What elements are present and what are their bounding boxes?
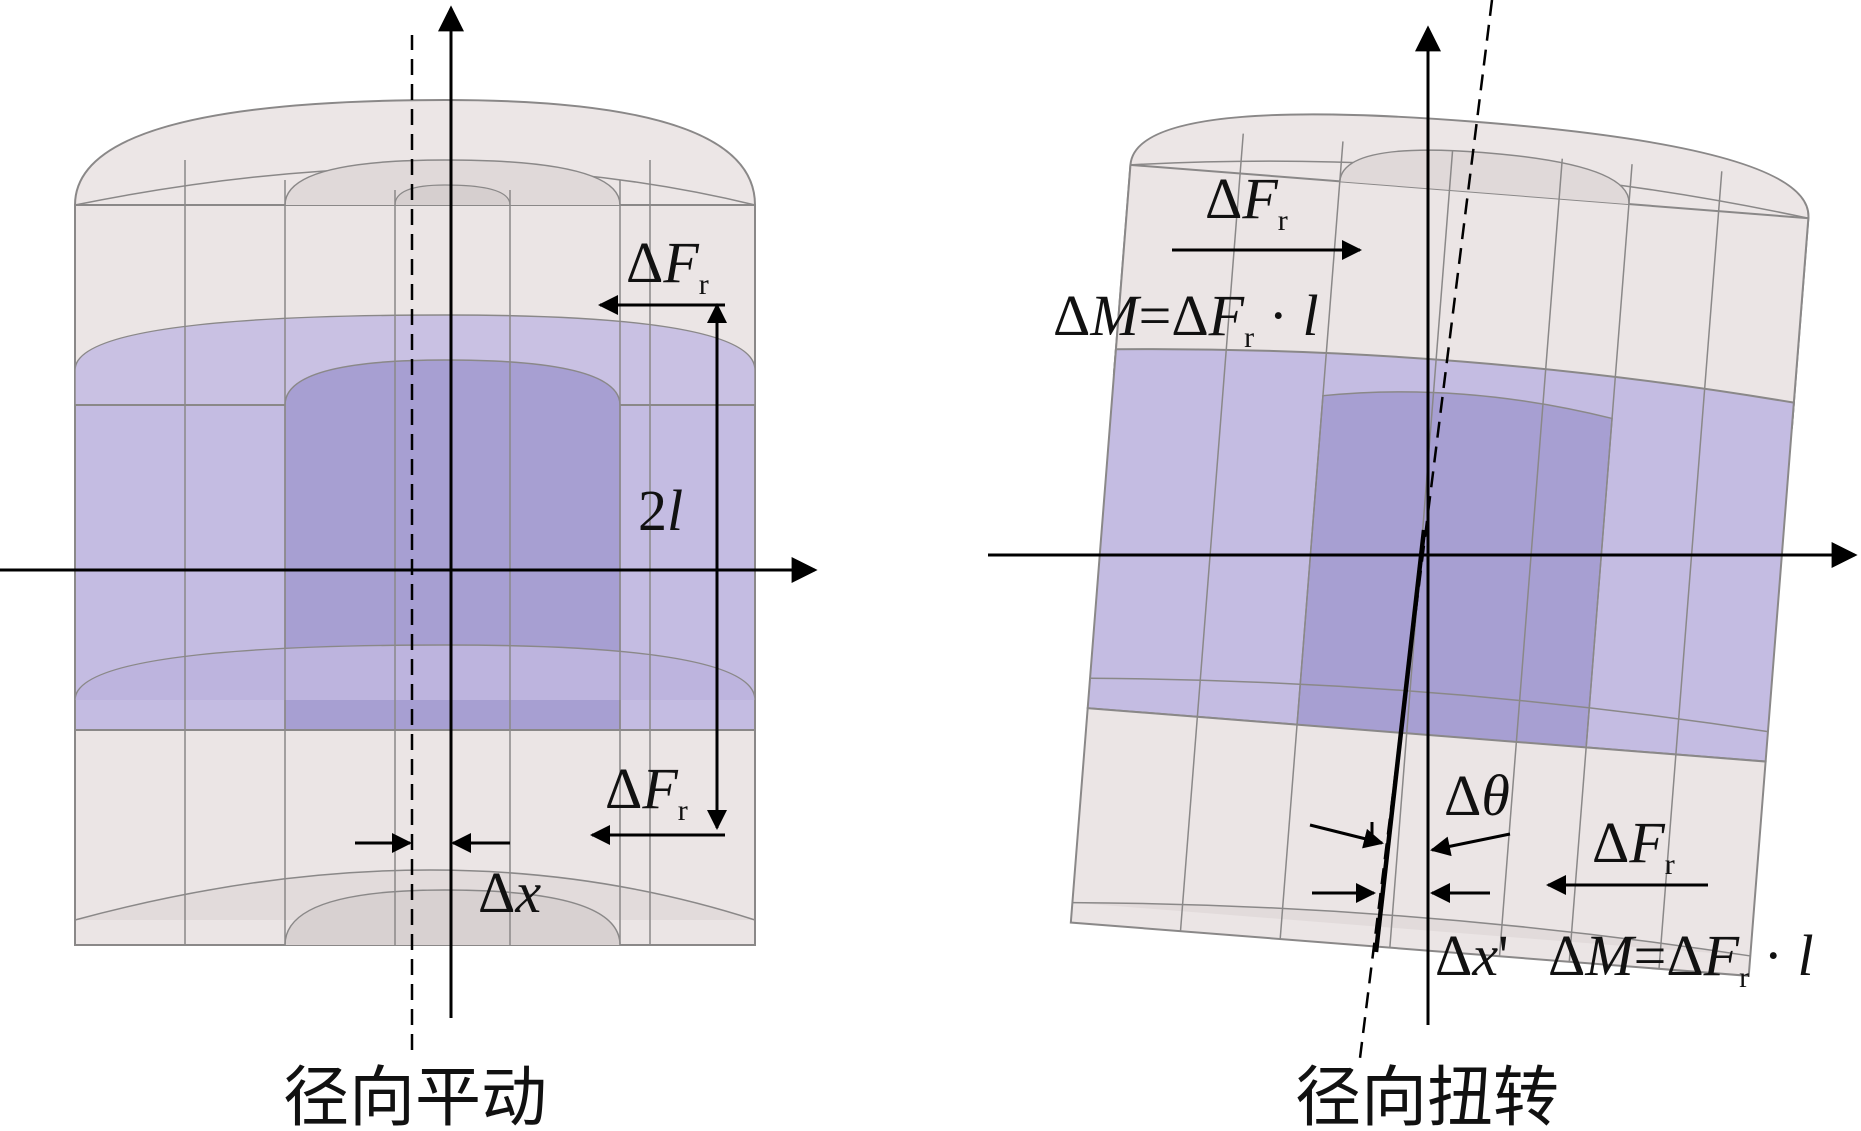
right-displacement-label: Δx'	[1435, 923, 1509, 988]
left-force-top-label: ΔFr	[626, 230, 709, 301]
left-panel: ΔFr 2l ΔFr Δx 径向平动	[0, 5, 818, 1131]
right-angle-arrow-right	[1430, 832, 1511, 857]
right-caption: 径向扭转	[1295, 1059, 1559, 1131]
left-displacement-label: Δx	[478, 860, 541, 925]
left-length-label: 2l	[638, 478, 683, 543]
left-cylinder	[74, 98, 756, 946]
right-moment-bottom-label: ΔM=ΔFr · l	[1548, 923, 1814, 994]
right-cylinder	[1069, 113, 1810, 977]
right-force-top-label: ΔFr	[1205, 166, 1288, 237]
right-tilted-shaft	[1373, 529, 1427, 953]
left-caption: 径向平动	[283, 1059, 547, 1131]
right-panel: ΔFr ΔM=ΔFr · l Δθ ΔFr Δx' ΔM=ΔFr · l 径向扭…	[988, 0, 1858, 1131]
right-moment-top-label: ΔM=ΔFr · l	[1053, 283, 1319, 354]
right-force-bottom-label: ΔFr	[1592, 810, 1675, 881]
left-force-bottom-label: ΔFr	[605, 756, 688, 827]
right-angle-arrow-left	[1309, 823, 1384, 849]
right-angle-label: Δθ	[1444, 763, 1510, 828]
